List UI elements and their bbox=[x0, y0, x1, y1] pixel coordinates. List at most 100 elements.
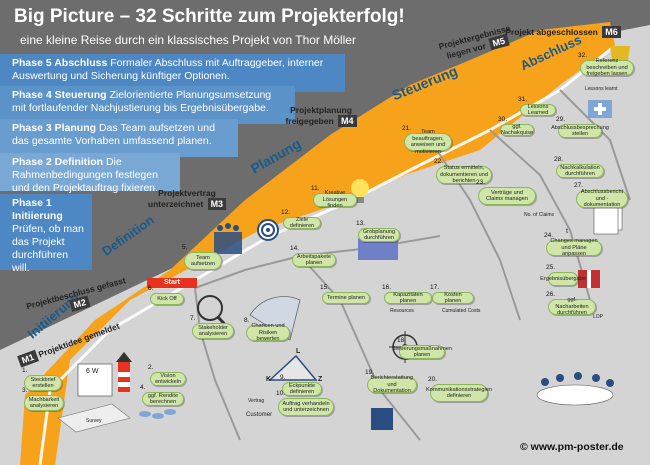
cumulated-label: Cumulated Costs bbox=[442, 308, 481, 314]
step-number: 9. bbox=[280, 374, 286, 381]
step-card-3: Machbarkeit analysieren bbox=[24, 395, 64, 411]
step-card-32: Referenz beschreiben und freigeben lasse… bbox=[580, 58, 634, 77]
step-number: 7. bbox=[190, 315, 196, 322]
step-number: 24. bbox=[544, 232, 554, 239]
t-label: t bbox=[566, 228, 568, 235]
phase-text: Die Rahmenbedingungen festlegen und den … bbox=[12, 156, 158, 194]
phase-band-2: Phase 2 Definition Die Rahmenbedingungen… bbox=[0, 153, 180, 194]
step-number: 1. bbox=[22, 367, 28, 374]
milestone-code: M6 bbox=[602, 26, 621, 38]
phase-text: Formaler Abschluss mit Auftraggeber, int… bbox=[12, 57, 324, 82]
step-card-22: Status ermitteln, dokumentieren und beri… bbox=[436, 165, 492, 184]
step-card-13: Grobplanung durchführen bbox=[358, 228, 400, 242]
step-number: 3. bbox=[22, 387, 28, 394]
step-number: 25. bbox=[546, 264, 556, 271]
step-number: 21. bbox=[402, 125, 412, 132]
step-number: 11. bbox=[311, 185, 320, 192]
step-number: 20. bbox=[428, 376, 438, 383]
step-number: 32. bbox=[578, 52, 588, 59]
step-card-7: Stakeholder analysieren bbox=[192, 323, 234, 339]
step-card-31: Lessons Learned bbox=[520, 104, 556, 116]
step-number: 2. bbox=[148, 364, 154, 371]
phase-name: Phase 5 Abschluss bbox=[12, 57, 108, 69]
phase-text: Das Team aufsetzen und das gesamte Vorha… bbox=[12, 122, 215, 147]
step-card-26: ggf. Nacharbeiten durchführen bbox=[548, 297, 596, 316]
lessons-label: Lessons learnt bbox=[585, 86, 618, 92]
step-card-1: Steckbrief erstellen bbox=[24, 375, 62, 391]
step-number: 31. bbox=[518, 96, 528, 103]
step-card-10: Auftrag verhandeln und unterzeichnen bbox=[278, 398, 334, 416]
step-number: 16. bbox=[382, 284, 392, 291]
lop-label: LOP bbox=[593, 314, 604, 320]
step-number: 10. bbox=[276, 390, 286, 397]
step-card-24: Changes managen und Pläne anpassen bbox=[546, 238, 602, 257]
step-card-9: Eckpunkte definieren bbox=[282, 382, 322, 396]
step-card-8: Chancen und Risiken bewerten bbox=[246, 323, 290, 342]
step-card-5: Team aufsetzen bbox=[184, 252, 222, 270]
phase-text: Prüfen, ob man das Projekt durchführen w… bbox=[12, 223, 84, 274]
milestone-m6: Projekt abgeschlossen M6 bbox=[503, 26, 623, 38]
milestone-label: Projektplanung freigegeben bbox=[285, 105, 352, 126]
milestone-m3: Projektvertrag unterzeichnet M3 bbox=[142, 188, 232, 210]
l-label: L bbox=[296, 348, 301, 355]
step-card-2: Vision entwickeln bbox=[150, 372, 186, 386]
step-card-30: ggf. Nachakquise bbox=[500, 123, 534, 136]
step-number: 23. bbox=[476, 179, 486, 186]
step-card-16: Kapazitäten planen bbox=[384, 292, 432, 304]
step-card-25: Ergebnisübergabe bbox=[540, 272, 586, 286]
milestone-code: M3 bbox=[207, 198, 227, 210]
resources-label: Resources bbox=[390, 308, 414, 314]
phase-band-3: Phase 3 Planung Das Team aufsetzen und d… bbox=[0, 119, 238, 157]
milestone-label: Projektvertrag unterzeichnet bbox=[147, 188, 216, 209]
step-number: 26. bbox=[546, 291, 556, 298]
z-label: Z bbox=[318, 376, 323, 383]
step-number: 15. bbox=[320, 284, 330, 291]
step-number: 5. bbox=[182, 244, 188, 251]
start-label: Start bbox=[147, 278, 197, 288]
phase-band-5: Phase 5 Abschluss Formaler Abschluss mit… bbox=[0, 54, 345, 92]
step-card-6: Kick Off bbox=[150, 293, 184, 305]
step-card-28: Nachkalkulation durchführen bbox=[556, 164, 604, 178]
step-card-11: Kreative Lösungen finden bbox=[313, 190, 357, 209]
step-number: 14. bbox=[290, 245, 300, 252]
milestone-m4: Projektplanung freigegeben M4 bbox=[276, 105, 366, 127]
road bbox=[20, 22, 615, 465]
six-w-label: 6 W bbox=[86, 368, 99, 375]
step-number: 30. bbox=[498, 116, 508, 123]
step-number: 18. bbox=[397, 337, 407, 344]
phase-band-4: Phase 4 Steuerung Zielorientierte Planun… bbox=[0, 86, 295, 124]
milestone-label: Projekt abgeschlossen bbox=[505, 27, 598, 37]
step-card-27: Abschlussbericht und -dokumentation bbox=[576, 189, 628, 208]
survey-label: Survey bbox=[86, 418, 102, 424]
step-number: 29. bbox=[556, 116, 566, 123]
step-card-4: ggf. Rendite berechnen bbox=[142, 392, 184, 406]
step-card-21: Team beauftragen, anweisen und motiviere… bbox=[404, 129, 452, 155]
milestone-code: M4 bbox=[338, 115, 357, 127]
step-number: 13. bbox=[356, 220, 366, 227]
page-title: Big Picture – 32 Schritte zum Projekterf… bbox=[14, 6, 405, 27]
step-number: 28. bbox=[554, 156, 564, 163]
step-card-19: Berichterstattung und Dokumentation bbox=[367, 375, 417, 394]
step-number: 27. bbox=[574, 182, 584, 189]
step-number: 8. bbox=[244, 317, 250, 324]
step-card-15: Termine planen bbox=[322, 292, 370, 304]
step-number: 19. bbox=[365, 369, 375, 376]
step-card-18: Steuerungsmaßnahmen planen bbox=[392, 345, 453, 359]
phase-band-1: Phase 1 Initiierung Prüfen, ob man das P… bbox=[0, 194, 92, 274]
phase-name: Phase 3 Planung bbox=[12, 122, 97, 134]
phase-name: Phase 4 Steuerung bbox=[12, 89, 107, 101]
step-card-17: Kosten planen bbox=[432, 292, 474, 304]
step-number: 6. bbox=[148, 285, 154, 292]
vertrag-label: Vertrag bbox=[248, 398, 265, 404]
phase-name: Phase 1 Initiierung bbox=[12, 197, 63, 222]
phase-name: Phase 2 Definition bbox=[12, 156, 104, 168]
step-number: 4. bbox=[140, 384, 146, 391]
copyright-url: © www.pm-poster.de bbox=[520, 441, 624, 453]
step-card-14: Arbeitspakete planen bbox=[292, 253, 336, 267]
step-number: 17. bbox=[430, 284, 440, 291]
claims-label: No. of Claims bbox=[524, 212, 555, 218]
step-card-23: Verträge und Claims managen bbox=[478, 187, 536, 205]
phase-text: Zielorientierte Planungsumsetzung mit fo… bbox=[12, 89, 272, 114]
customer-label: Customer bbox=[246, 412, 273, 418]
